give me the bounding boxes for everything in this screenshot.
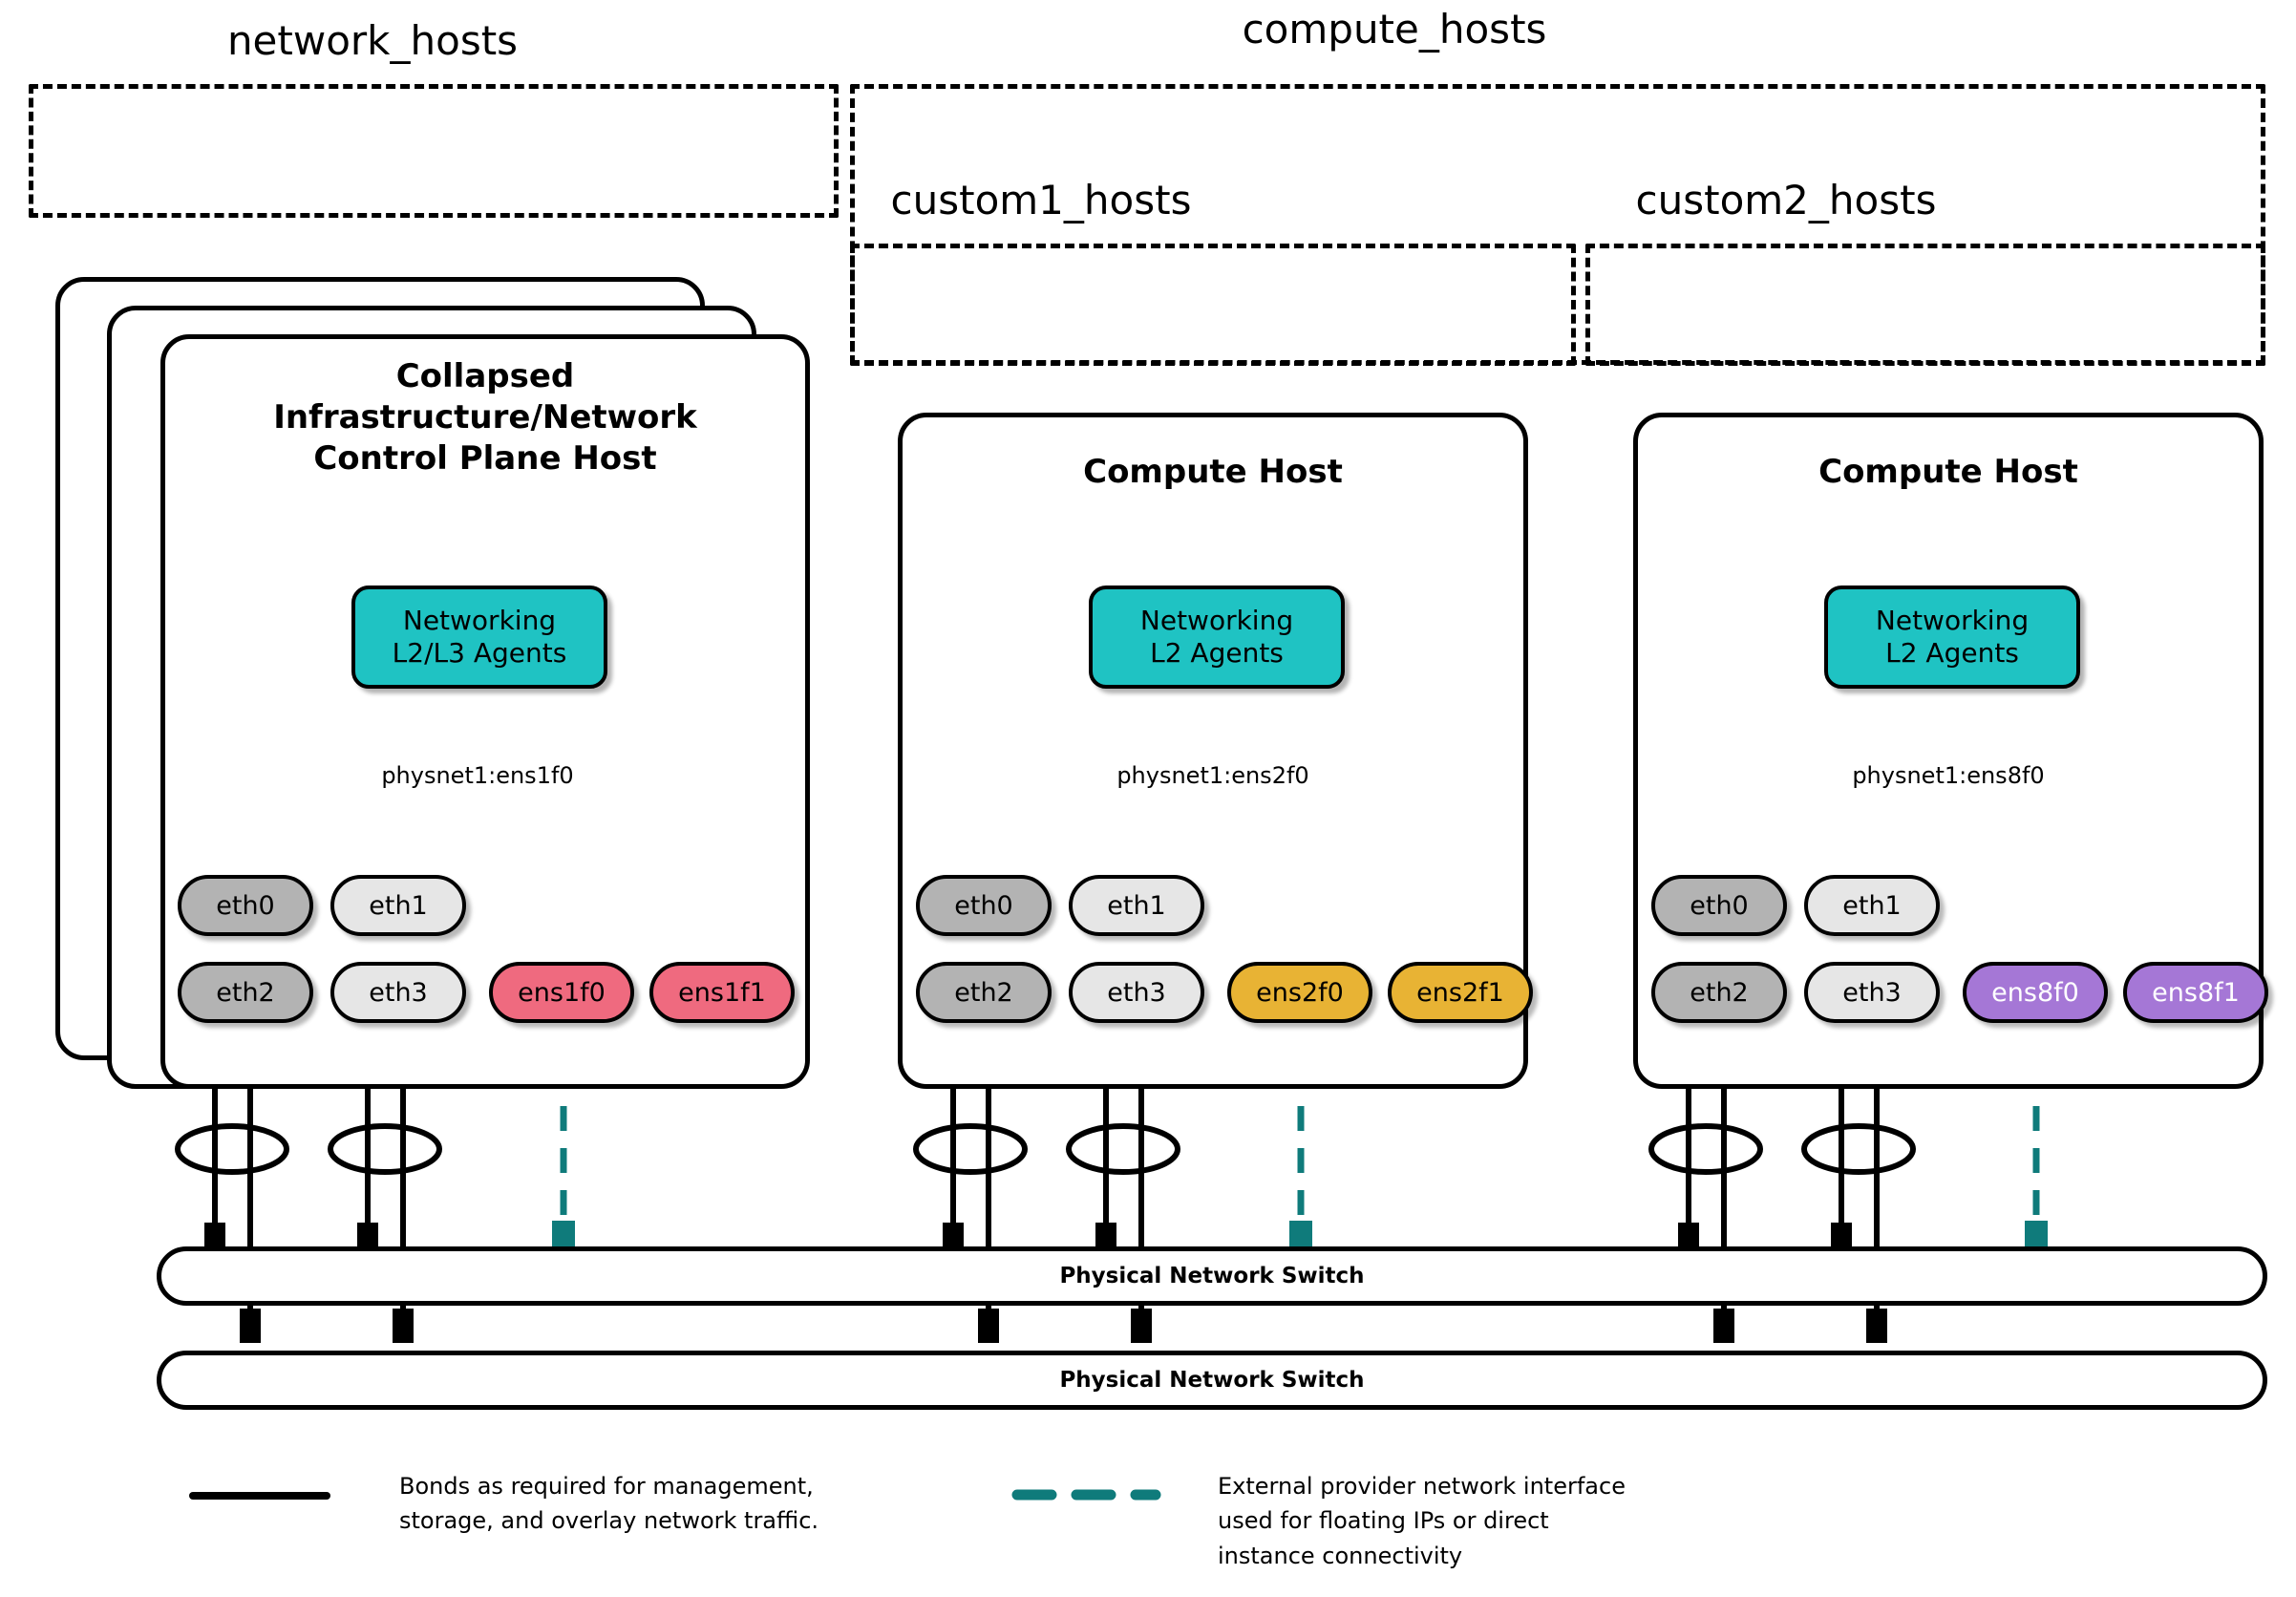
compute-host-1-physnet-label: physnet1:ens2f0 [1116,762,1309,789]
nic-eth0-compute-host-1[interactable]: eth0 [916,875,1052,936]
compute-host-2-physnet-label: physnet1:ens8f0 [1852,762,2045,789]
legend-bond-text: Bonds as required for management, storag… [399,1473,819,1535]
compute-host-2-agent-box[interactable]: Networking L2 Agents [1824,586,2080,689]
provider-link-host2 [1223,695,1336,1234]
switch-bottom-label: Physical Network Switch [1059,1368,1365,1393]
nic-eth3-compute-host-1[interactable]: eth3 [1069,962,1204,1023]
nic-ens8f0-compute-host-2[interactable]: ens8f0 [1963,962,2108,1023]
switch-top-label: Physical Network Switch [1059,1264,1365,1288]
nic-eth3-compute-host-2[interactable]: eth3 [1804,962,1940,1023]
nic-eth1-network-host[interactable]: eth1 [330,875,466,936]
provider-link-host1 [485,695,599,1234]
network-host-agent-label: Networking L2/L3 Agents [392,604,567,669]
nic-ens8f1-compute-host-2[interactable]: ens8f1 [2123,962,2268,1023]
physical-network-switch-top[interactable]: Physical Network Switch [157,1246,2267,1306]
group-title-custom1-hosts: custom1_hosts [890,177,1192,224]
bond-ellipses-host3 [1648,1123,1916,1175]
nic-eth0-compute-host-2[interactable]: eth0 [1651,875,1787,936]
nic-eth2-compute-host-1[interactable]: eth2 [916,962,1052,1023]
physical-network-switch-bottom[interactable]: Physical Network Switch [157,1351,2267,1410]
nic-eth3-network-host[interactable]: eth3 [330,962,466,1023]
network-host-title: Collapsed Infrastructure/Network Control… [273,357,697,478]
bond-ellipses-host1 [175,1123,442,1175]
legend-provider-text: External provider network interface used… [1218,1473,1626,1569]
group-box-custom1-hosts [850,244,1576,366]
nic-eth1-compute-host-2[interactable]: eth1 [1804,875,1940,936]
nic-ens2f1-compute-host-1[interactable]: ens2f1 [1388,962,1533,1023]
provider-link-host3 [1959,695,2072,1234]
nic-eth2-compute-host-2[interactable]: eth2 [1651,962,1787,1023]
nic-ens2f0-compute-host-1[interactable]: ens2f0 [1227,962,1372,1023]
bond-ellipses-host2 [913,1123,1180,1175]
compute-host-1-agent-label: Networking L2 Agents [1139,604,1294,669]
group-box-custom2-hosts [1585,244,2265,366]
group-title-custom2-hosts: custom2_hosts [1635,177,1937,224]
group-title-network-hosts: network_hosts [226,17,519,64]
nic-eth1-compute-host-1[interactable]: eth1 [1069,875,1204,936]
network-host-agent-box[interactable]: Networking L2/L3 Agents [351,586,607,689]
nic-ens1f1-network-host[interactable]: ens1f1 [649,962,795,1023]
network-host-physnet-label: physnet1:ens1f0 [381,762,574,789]
group-box-network-hosts [29,84,839,218]
nic-ens1f0-network-host[interactable]: ens1f0 [489,962,634,1023]
compute-host-1-agent-box[interactable]: Networking L2 Agents [1089,586,1345,689]
compute-host-2-agent-label: Networking L2 Agents [1875,604,2030,669]
compute-host-2-title: Compute Host [1818,453,2078,491]
compute-host-1-title: Compute Host [1083,453,1343,491]
nic-eth0-network-host[interactable]: eth0 [178,875,313,936]
nic-eth2-network-host[interactable]: eth2 [178,962,313,1023]
group-title-compute-hosts: compute_hosts [1242,6,1547,53]
legend-solid-swatch [189,1492,330,1500]
